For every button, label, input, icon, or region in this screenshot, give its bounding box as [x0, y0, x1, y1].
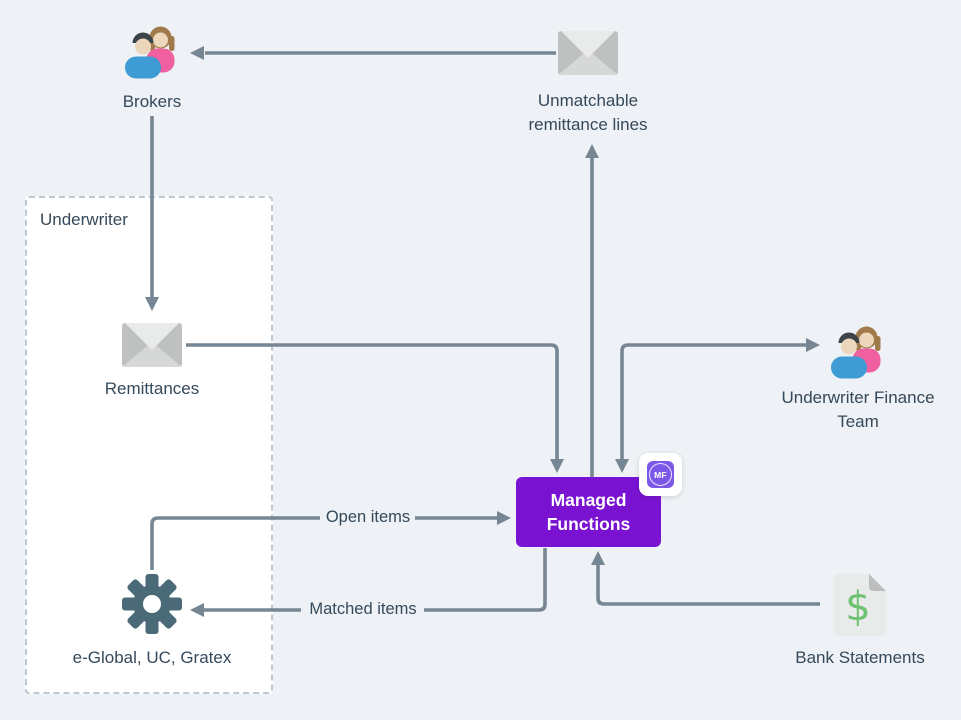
underwriter-group-label: Underwriter [40, 210, 128, 229]
envelope-icon [558, 31, 618, 75]
node-eglobal-uc-gratex: e-Global, UC, Gratex [52, 572, 252, 670]
edge-unmatchable-to-brokers [190, 46, 556, 60]
envelope-icon [122, 323, 182, 367]
node-remittances: Remittances [82, 323, 222, 401]
node-label: remittance lines [528, 115, 648, 134]
edge-label-open-items: Open items [325, 508, 411, 526]
edge-managed-functions-finance-team [615, 338, 820, 473]
people-icon [125, 26, 175, 79]
node-label: Brokers [122, 92, 182, 111]
mf-badge-text: MF [649, 463, 672, 486]
node-label: Remittances [104, 379, 200, 398]
node-brokers: Brokers [82, 24, 222, 114]
node-managed-functions: Managed Functions [516, 477, 661, 547]
edge-brokers-to-remittances [145, 116, 159, 311]
node-label: Underwriter Finance [781, 388, 935, 407]
managed-functions-badge: MF [639, 453, 682, 496]
node-label: e-Global, UC, Gratex [72, 648, 232, 667]
node-underwriter-finance-team: Underwriter Finance Team [778, 324, 938, 434]
node-label: Team [837, 412, 879, 431]
edge-open-items [150, 511, 511, 570]
managed-functions-label-line2: Functions [546, 514, 631, 534]
edge-remittances-to-managed-functions [186, 343, 564, 473]
node-unmatchable-remittance-lines: Unmatchable remittance lines [498, 31, 678, 137]
managed-functions-label-line1: Managed [550, 490, 627, 510]
node-label: Bank Statements [795, 648, 925, 667]
dollar-document-icon: $ [834, 574, 886, 636]
edge-bank-statements-to-managed-functions [591, 551, 820, 606]
svg-text:$: $ [845, 584, 870, 630]
node-label: Unmatchable [537, 91, 639, 110]
people-icon [831, 326, 881, 379]
gear-icon [122, 574, 182, 634]
edge-matched-items [190, 548, 547, 617]
mf-badge-icon: MF [647, 461, 674, 488]
node-bank-statements: $ Bank Statements [790, 574, 930, 670]
edge-managed-functions-to-unmatchable [585, 144, 599, 477]
edge-label-matched-items: Matched items [309, 600, 417, 618]
